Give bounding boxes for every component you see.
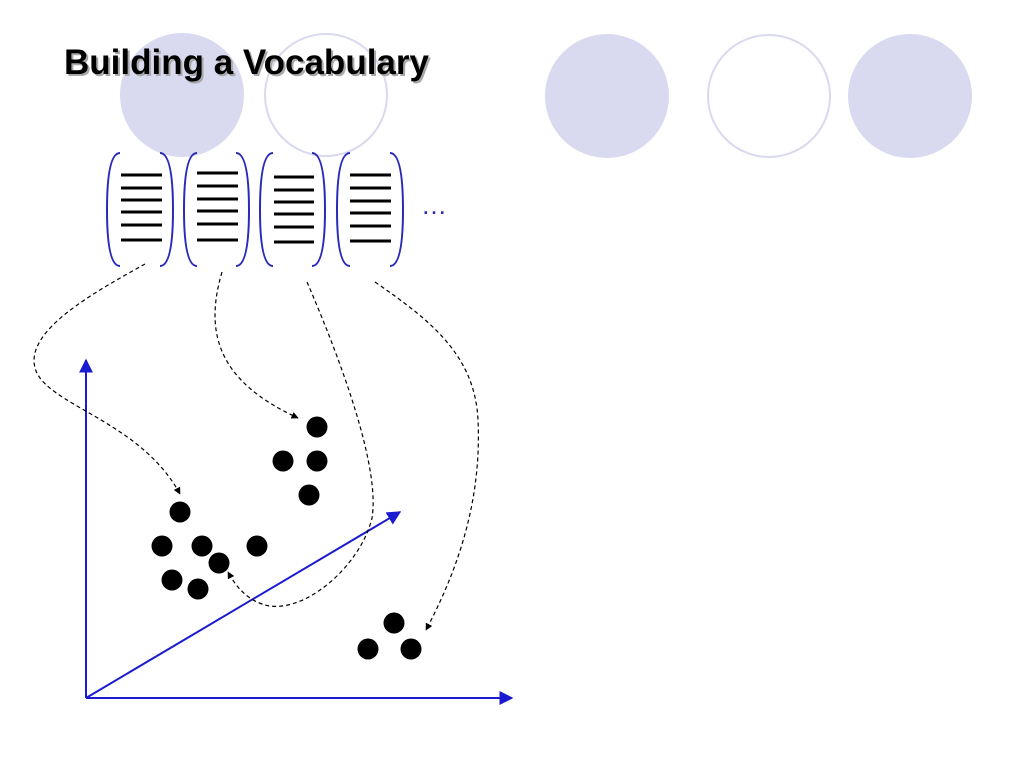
deco-circle-4	[707, 34, 831, 158]
cluster-point	[208, 552, 230, 574]
mapping-arrows	[33, 263, 479, 631]
cluster-top	[272, 416, 328, 506]
cluster-left	[151, 501, 268, 600]
deco-circle-5	[848, 34, 972, 158]
document-bracket-right	[389, 152, 405, 267]
slide-title: Building a Vocabulary	[64, 43, 429, 82]
document-bracket-right	[235, 152, 251, 267]
cluster-point	[306, 416, 328, 438]
cluster-point	[246, 535, 268, 557]
document-icon-3	[258, 152, 327, 267]
feature-space-axes	[79, 358, 514, 705]
document-icon-2	[182, 152, 251, 267]
decorative-circles	[120, 33, 972, 158]
document-bracket-left	[258, 152, 274, 267]
cluster-point	[187, 578, 209, 600]
mapping-arrow-2	[214, 271, 299, 419]
cluster-point	[306, 450, 328, 472]
deco-circle-2	[264, 33, 388, 157]
cluster-point	[357, 638, 379, 660]
cluster-point	[169, 501, 191, 523]
ellipsis-text: …	[421, 190, 447, 220]
cluster-point	[151, 535, 173, 557]
document-icon-1	[105, 152, 175, 267]
document-bracket-left	[105, 152, 121, 267]
cluster-point	[298, 484, 320, 506]
cluster-point	[191, 535, 213, 557]
cluster-point	[272, 450, 294, 472]
document-icon-4	[335, 152, 405, 267]
document-bracket-left	[182, 152, 198, 267]
deco-circle-1	[120, 33, 244, 157]
mapping-arrow-1	[33, 263, 181, 495]
document-bracket-left	[335, 152, 351, 267]
cluster-point	[400, 638, 422, 660]
document-bracket-right	[311, 152, 327, 267]
deco-circle-3	[545, 34, 669, 158]
z-axis	[85, 511, 402, 699]
mapping-arrow-4	[374, 281, 479, 631]
cluster-point	[161, 569, 183, 591]
cluster-point	[383, 612, 405, 634]
document-bracket-right	[159, 152, 175, 267]
mapping-arrow-3	[227, 281, 374, 607]
cluster-right	[357, 612, 422, 660]
